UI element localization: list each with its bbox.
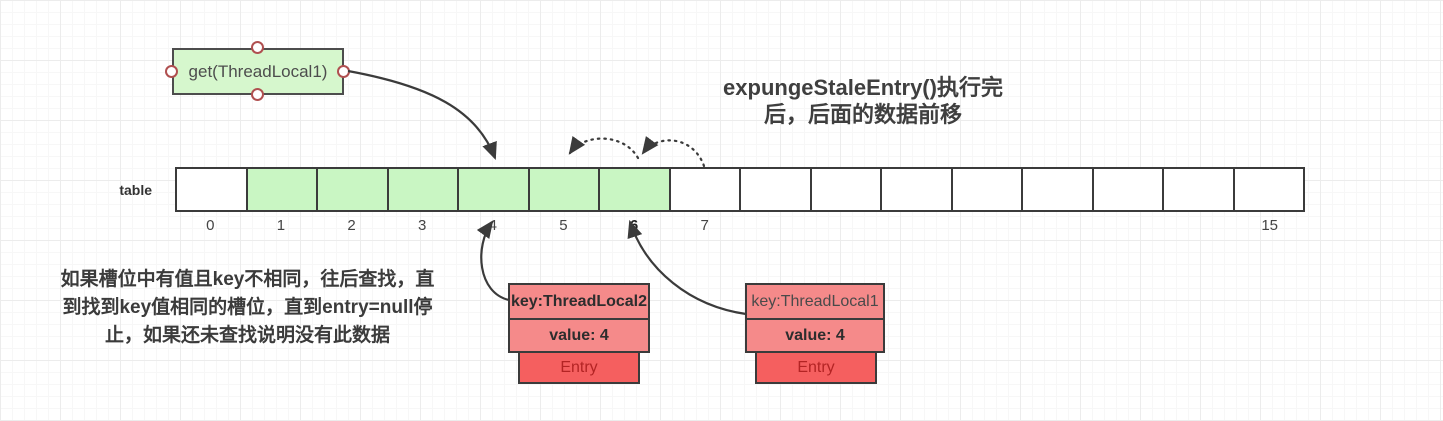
cell-index: 15 — [1261, 217, 1279, 234]
table-cell[interactable] — [245, 167, 318, 212]
entry2-entry-label: Entry — [560, 358, 598, 376]
entry1-entry-label: Entry — [797, 358, 835, 376]
entry1-key-label: key:ThreadLocal1 — [751, 292, 879, 310]
cell-index — [811, 217, 882, 234]
selection-handle-right[interactable] — [337, 65, 350, 78]
table-cell[interactable] — [316, 167, 389, 212]
cell-index — [1093, 217, 1164, 234]
table-cell[interactable] — [1091, 167, 1164, 212]
cell-index: 3 — [418, 217, 427, 234]
note-line3: 止，如果还未查找说明没有此数据 — [104, 325, 390, 346]
entry-box-threadlocal2[interactable]: key:ThreadLocal2 value: 4 Entry — [508, 283, 650, 384]
table-cell[interactable] — [1021, 167, 1094, 212]
cell-index: 7 — [700, 217, 709, 234]
entry1-key-cell[interactable]: key:ThreadLocal1 — [745, 283, 885, 320]
table-cell[interactable] — [668, 167, 741, 212]
cell-index: 5 — [559, 217, 568, 234]
selection-handle-left[interactable] — [165, 65, 178, 78]
table-cell[interactable] — [1232, 167, 1305, 212]
note-line2: 到找到key值相同的槽位，直到entry=null停 — [62, 297, 433, 318]
cell-index — [1164, 217, 1235, 234]
table-label: table — [119, 182, 152, 198]
entry-box-threadlocal1[interactable]: key:ThreadLocal1 value: 4 Entry — [745, 283, 885, 384]
table-cell[interactable] — [880, 167, 953, 212]
array-indices: 0 1 2 3 4 5 6 7 15 — [175, 217, 1305, 234]
diagram-title: expungeStaleEntry()执行完 后，后面的数据前移 — [663, 74, 1063, 128]
selection-handle-bottom[interactable] — [251, 88, 264, 101]
entry1-value-label: value: 4 — [785, 326, 845, 344]
table-cell[interactable] — [809, 167, 882, 212]
get-threadlocal-box[interactable]: get(ThreadLocal1) — [172, 48, 344, 95]
cell-index: 2 — [347, 217, 356, 234]
cell-index: 0 — [206, 217, 215, 234]
entry2-entry-cell[interactable]: Entry — [518, 351, 640, 384]
entry1-entry-cell[interactable]: Entry — [755, 351, 877, 384]
diagram-title-line2: 后，后面的数据前移 — [763, 102, 962, 127]
entry2-value-label: value: 4 — [549, 326, 609, 344]
table-cell[interactable] — [950, 167, 1023, 212]
table-cell[interactable] — [598, 167, 671, 212]
arrow-shift-6-to-5 — [568, 135, 640, 160]
selection-handle-top[interactable] — [251, 41, 264, 54]
cell-index — [881, 217, 952, 234]
get-threadlocal-label: get(ThreadLocal1) — [188, 61, 328, 81]
cell-index: 4 — [488, 217, 497, 234]
table-cell[interactable] — [527, 167, 600, 212]
note-text: 如果槽位中有值且key不相同，往后查找，直 到找到key值相同的槽位，直到ent… — [30, 266, 465, 350]
entry2-key-cell[interactable]: key:ThreadLocal2 — [508, 283, 650, 320]
entry1-value-cell[interactable]: value: 4 — [745, 318, 885, 353]
table-cell[interactable] — [739, 167, 812, 212]
table-cell[interactable] — [1162, 167, 1235, 212]
arrow-shift-7-to-6 — [641, 136, 706, 168]
cell-index: 6 — [629, 217, 639, 234]
cell-index — [740, 217, 811, 234]
entry2-value-cell[interactable]: value: 4 — [508, 318, 650, 353]
arrow-get-to-cell4 — [347, 69, 497, 161]
diagram-title-line1: expungeStaleEntry()执行完 — [723, 75, 1003, 100]
table-cell[interactable] — [175, 167, 248, 212]
cell-index — [1023, 217, 1094, 234]
table-cell[interactable] — [457, 167, 530, 212]
entry2-key-label: key:ThreadLocal2 — [510, 292, 648, 310]
cell-index: 1 — [276, 217, 286, 234]
array-cells — [175, 167, 1305, 212]
table-cell[interactable] — [386, 167, 459, 212]
cell-index — [952, 217, 1023, 234]
note-line1: 如果槽位中有值且key不相同，往后查找，直 — [60, 269, 435, 290]
